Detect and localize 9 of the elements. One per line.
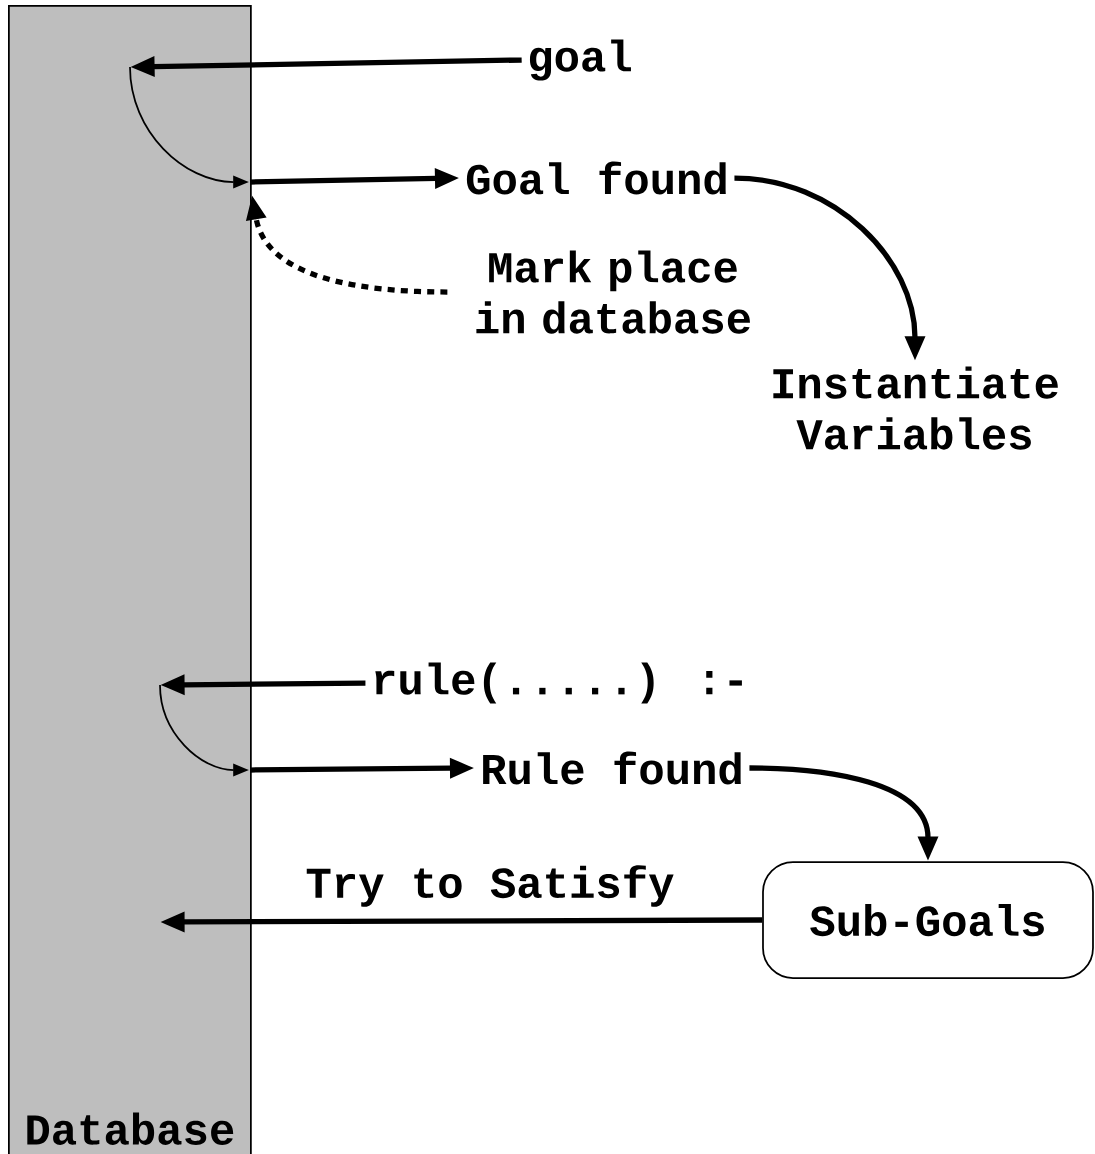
plain-label: Mark place in database (476, 250, 750, 334)
plain-label: Instantiate Variables (773, 366, 1058, 450)
plain-label: rule(.....) :- (375, 662, 742, 704)
edge-label: Try to Satisfy (301, 861, 679, 911)
database-band: Database (8, 5, 252, 1154)
plain-label: Rule found (483, 751, 741, 785)
plain-label: goal (529, 39, 631, 81)
plain-label: Goal found (466, 161, 726, 195)
rounded-box: Sub-Goals (762, 861, 1094, 979)
